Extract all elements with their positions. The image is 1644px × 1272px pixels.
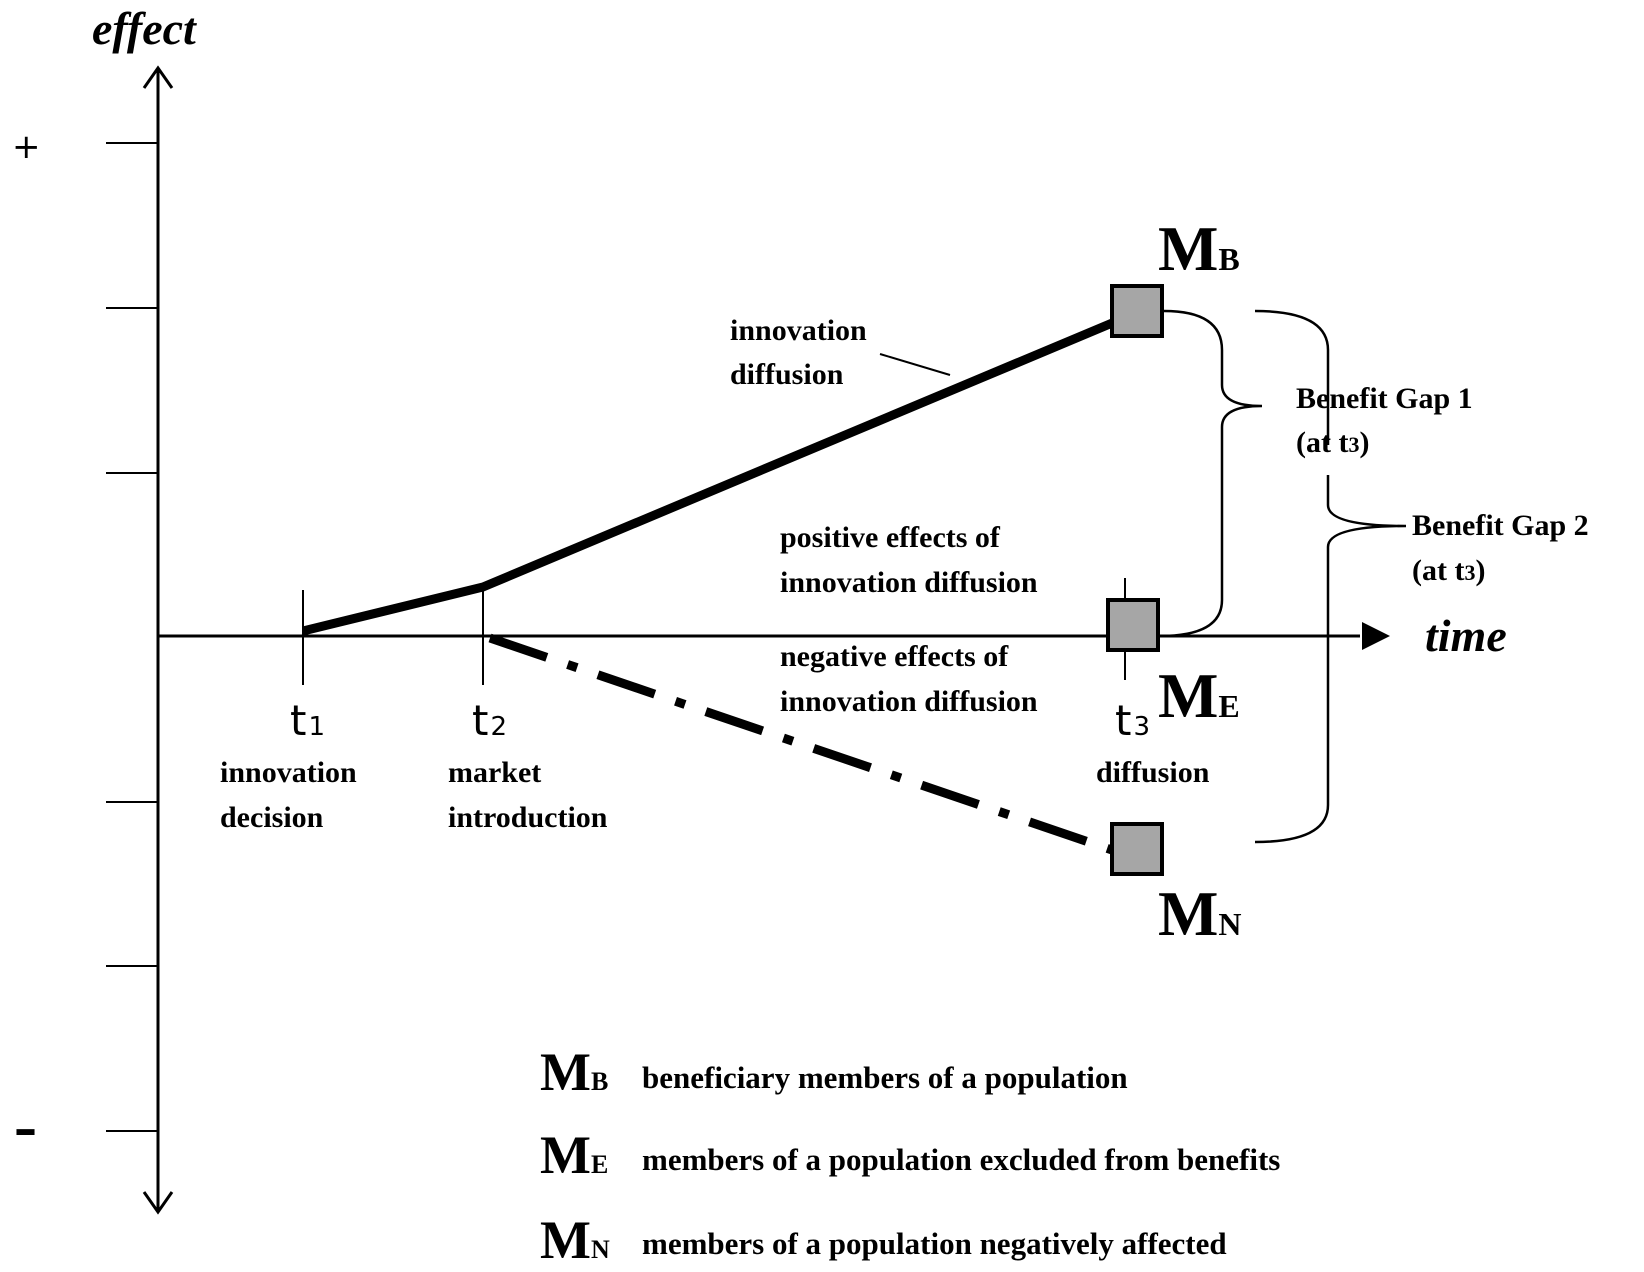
t2-caption-line1: market	[448, 756, 541, 789]
label-negative: MN	[1158, 878, 1242, 949]
t3-caption-line1: diffusion	[1096, 756, 1210, 789]
t1-caption-line2: decision	[220, 801, 324, 834]
x-axis-label: time	[1425, 610, 1507, 661]
legend: MB beneficiary members of a population M…	[540, 1042, 1280, 1270]
plus-sign: +	[12, 127, 41, 167]
positive-effects-label-line1: positive effects of	[780, 521, 1001, 554]
negative-effects-line	[488, 633, 1114, 855]
benefit-gap-2-brace-lower	[1254, 475, 1407, 844]
y-axis-label: effect	[92, 3, 197, 54]
benefit-gap-2-at: (at t3)	[1412, 554, 1485, 587]
y-axis-arrow-bottom	[142, 1191, 174, 1215]
negative-effects-label-line2: innovation diffusion	[780, 685, 1038, 718]
minus-sign: –	[14, 1102, 37, 1156]
marker-excluded	[1106, 598, 1160, 652]
benefit-gap-1-at: (at t3)	[1296, 426, 1369, 459]
positive-effects-label-line2: innovation diffusion	[780, 566, 1038, 599]
negative-effects-label-line1: negative effects of	[780, 640, 1009, 673]
marker-negative	[1110, 822, 1164, 876]
t3-label: t3	[1115, 696, 1150, 745]
benefit-gap-2-brace	[1254, 309, 1330, 445]
benefit-gap-1-brace	[1159, 309, 1263, 638]
benefit-gap-2-label: Benefit Gap 2	[1412, 509, 1589, 542]
legend-symbol-beneficiary: MB	[540, 1042, 608, 1102]
innovation-diffusion-label-line1: innovation	[730, 314, 867, 347]
t1-caption-line1: innovation	[220, 756, 357, 789]
legend-symbol-excluded: ME	[540, 1125, 608, 1185]
x-axis-arrowhead	[1362, 622, 1390, 650]
t2-label: t2	[472, 696, 507, 745]
legend-text-beneficiary: beneficiary members of a population	[642, 1060, 1128, 1095]
innovation-diffusion-line	[301, 308, 1138, 636]
innovation-diffusion-pointer	[879, 353, 951, 376]
t2-caption-line2: introduction	[448, 801, 608, 834]
label-excluded: ME	[1158, 660, 1240, 731]
legend-text-negative: members of a population negatively affec…	[642, 1226, 1227, 1261]
t1-label: t1	[290, 696, 325, 745]
benefit-gap-1-label: Benefit Gap 1	[1296, 382, 1473, 415]
legend-symbol-negative: MN	[540, 1210, 610, 1270]
innovation-diffusion-label-line2: diffusion	[730, 358, 844, 391]
legend-text-excluded: members of a population excluded from be…	[642, 1142, 1280, 1177]
marker-beneficiary	[1110, 284, 1164, 338]
label-beneficiary: MB	[1158, 213, 1240, 284]
y-axis-arrow-top	[142, 65, 174, 89]
